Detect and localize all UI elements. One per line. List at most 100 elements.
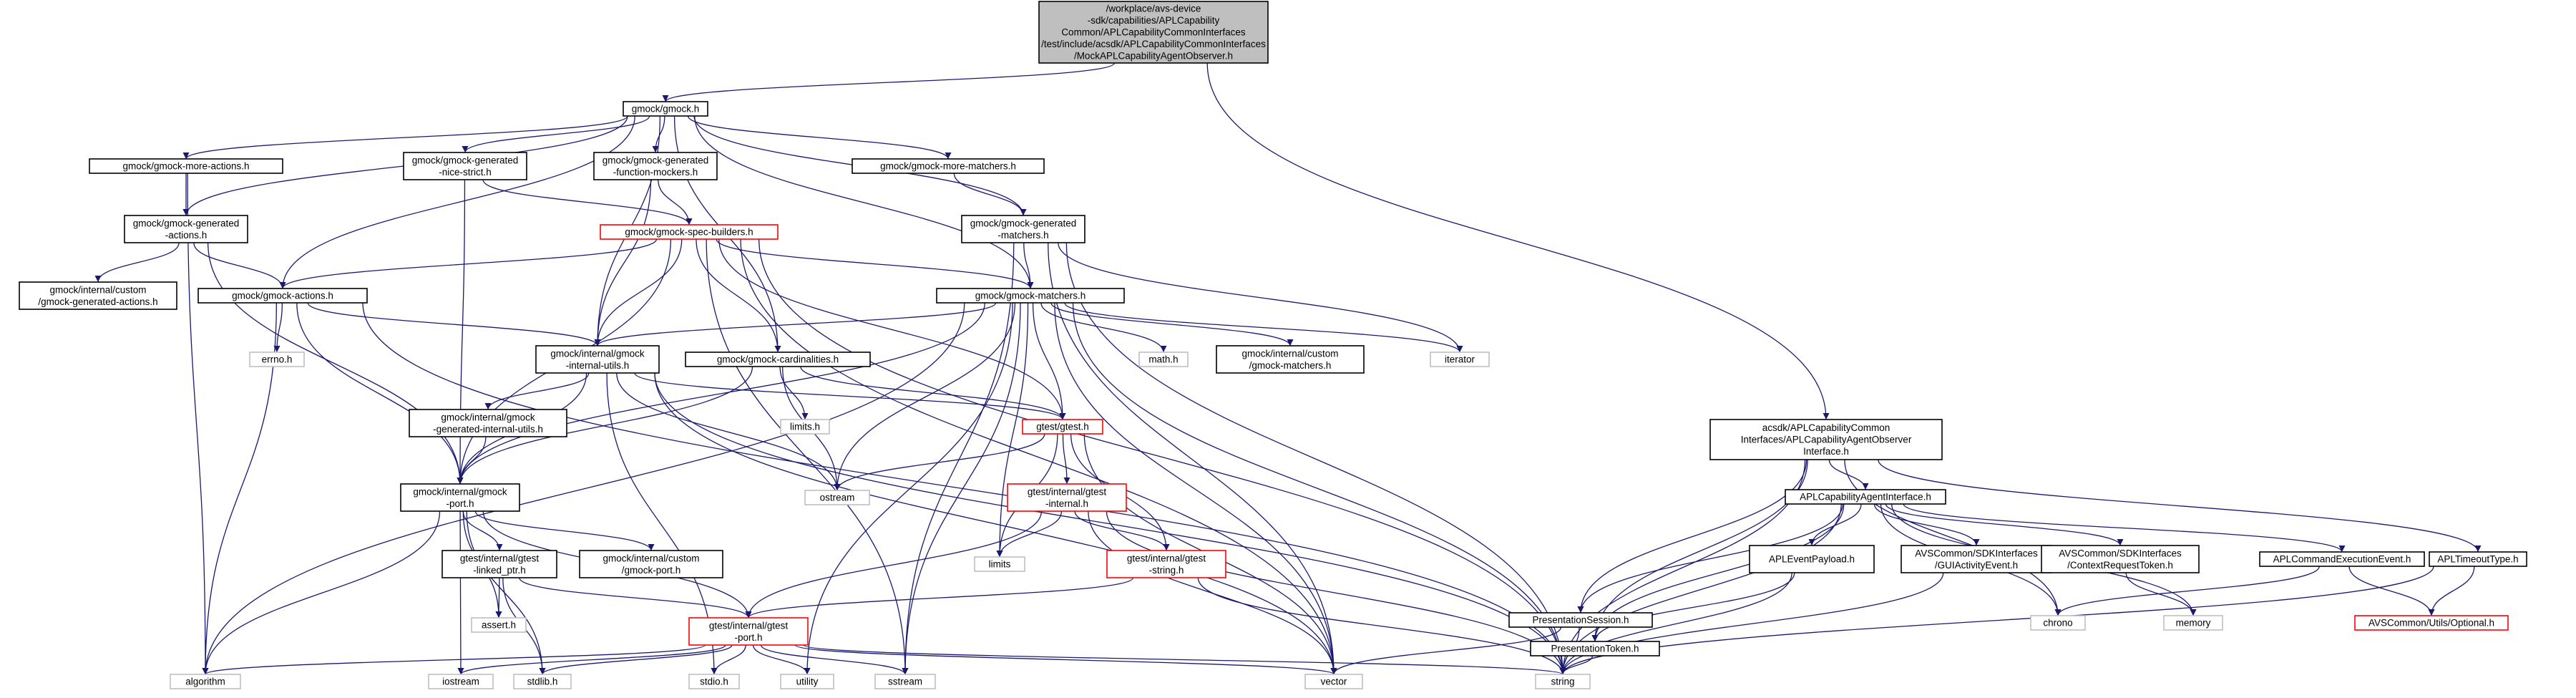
- node-limits[interactable]: limits: [974, 556, 1025, 572]
- node-gmock_actions[interactable]: gmock/gmock-actions.h: [197, 288, 368, 304]
- edge-gmock_actions-to-internal_utils: [307, 302, 601, 346]
- node-context_token-box: [2041, 545, 2200, 573]
- node-algorithm[interactable]: algorithm: [170, 674, 241, 689]
- node-linked_ptr[interactable]: gtest/internal/gtest-linked_ptr.h: [441, 550, 557, 578]
- node-layer: /workplace/avs-device-sdk/capabilities/A…: [19, 1, 2527, 689]
- node-custom_gen_actions-label-line-0: gmock/internal/custom: [49, 284, 146, 295]
- node-math[interactable]: math.h: [1138, 352, 1189, 367]
- node-gtest_string[interactable]: gtest/internal/gtest-string.h: [1106, 550, 1226, 578]
- node-presentation_token[interactable]: PresentationToken.h: [1530, 641, 1660, 656]
- node-gen_internal_utils[interactable]: gmock/internal/gmock-generated-internal-…: [409, 409, 567, 437]
- node-root-label-line-4: /MockAPLCapabilityAgentObserver.h: [1074, 51, 1233, 62]
- node-custom_port[interactable]: gmock/internal/custom/gmock-port.h: [579, 550, 723, 578]
- node-internal_utils[interactable]: gmock/internal/gmock-internal-utils.h: [535, 345, 660, 374]
- node-gen_nice_strict[interactable]: gmock/gmock-generated-nice-strict.h: [403, 152, 527, 180]
- edge-spec_builders-to-gmock_matchers: [716, 238, 1034, 289]
- node-stdlib-box: [513, 674, 572, 689]
- node-context_token[interactable]: AVSCommon/SDKInterfaces/ContextRequestTo…: [2041, 545, 2200, 573]
- node-spec_builders-box: [600, 224, 779, 240]
- node-limits_h[interactable]: limits.h: [780, 419, 830, 435]
- node-vector-box: [1304, 674, 1363, 689]
- node-more_matchers[interactable]: gmock/gmock-more-matchers.h: [852, 158, 1045, 174]
- node-gmock_port[interactable]: gmock/internal/gmock-port.h: [400, 483, 520, 512]
- node-gen_actions[interactable]: gmock/gmock-generated-actions.h: [124, 215, 248, 243]
- node-assert[interactable]: assert.h: [471, 617, 527, 633]
- node-gtest[interactable]: gtest/gtest.h: [1022, 419, 1103, 435]
- node-root[interactable]: /workplace/avs-device-sdk/capabilities/A…: [1038, 1, 1269, 64]
- node-iostream-label-line-0: iostream: [442, 677, 479, 687]
- edge-gen_matchers-to-gmock_matchers: [1023, 242, 1034, 289]
- node-linked_ptr-box: [441, 550, 557, 578]
- node-string[interactable]: string: [1535, 674, 1591, 689]
- node-root-label-line-3: /test/include/acsdk/APLCapabilityCommonI…: [1041, 39, 1266, 49]
- node-gmock[interactable]: gmock/gmock.h: [623, 101, 708, 117]
- node-memory-label-line-0: memory: [2176, 618, 2211, 629]
- edge-gmock_matchers-to-string: [1072, 302, 1566, 675]
- edge-agent_iface-to-presentation_session: [1577, 503, 1843, 614]
- node-agent_iface[interactable]: APLCapabilityAgentInterface.h: [1785, 489, 1946, 505]
- node-utility[interactable]: utility: [780, 674, 834, 689]
- node-gtest_string-box: [1106, 550, 1226, 578]
- node-iterator[interactable]: iterator: [1430, 352, 1490, 367]
- node-gui_activity[interactable]: AVSCommon/SDKInterfaces/GUIActivityEvent…: [1901, 545, 2052, 573]
- node-custom_gen_actions-box: [19, 281, 177, 310]
- edge-gmock_port-to-algorithm: [202, 510, 441, 675]
- node-chrono[interactable]: chrono: [2030, 615, 2086, 631]
- node-stdio[interactable]: stdio.h: [688, 674, 740, 689]
- edge-gen_matchers-to-vector: [1048, 242, 1337, 675]
- edge-more_actions-to-algorithm: [187, 173, 209, 675]
- node-optional-label-line-0: AVSCommon/Utils/Optional.h: [2368, 618, 2494, 629]
- node-agent_iface-box: [1785, 489, 1946, 505]
- node-gtest_internal-label-line-1: -internal.h: [1045, 498, 1088, 509]
- node-cardinalities[interactable]: gmock/gmock-cardinalities.h: [685, 352, 871, 367]
- node-ostream[interactable]: ostream: [804, 490, 870, 505]
- node-limits-box: [974, 556, 1025, 572]
- node-spec_builders[interactable]: gmock/gmock-spec-builders.h: [600, 224, 779, 240]
- node-observer_iface[interactable]: acsdk/APLCapabilityCommonInterfaces/APLC…: [1709, 419, 1943, 460]
- edge-spec_builders-to-cardinalities: [696, 238, 781, 353]
- edge-presentation_token-to-string: [1559, 655, 1594, 675]
- node-optional[interactable]: AVSCommon/Utils/Optional.h: [2354, 615, 2509, 631]
- node-vector[interactable]: vector: [1304, 674, 1363, 689]
- node-custom_matchers[interactable]: gmock/internal/custom/gmock-matchers.h: [1216, 345, 1365, 374]
- node-more_actions[interactable]: gmock/gmock-more-actions.h: [89, 158, 283, 174]
- node-presentation_session-box: [1508, 612, 1653, 628]
- node-stdlib[interactable]: stdlib.h: [513, 674, 572, 689]
- node-sstream-box: [874, 674, 936, 689]
- edge-gtest-to-gtest_internal: [1062, 433, 1070, 485]
- node-gen_function_mockers[interactable]: gmock/gmock-generated-function-mockers.h: [593, 152, 718, 180]
- node-custom_gen_actions[interactable]: gmock/internal/custom/gmock-generated-ac…: [19, 281, 177, 310]
- node-cardinalities-label-line-0: gmock/gmock-cardinalities.h: [717, 354, 839, 365]
- node-memory[interactable]: memory: [2163, 615, 2223, 631]
- edge-spec_builders-to-vector: [740, 238, 1337, 675]
- node-iterator-box: [1430, 352, 1490, 367]
- node-observer_iface-box: [1709, 419, 1943, 460]
- node-gtest_internal-box: [1007, 483, 1127, 512]
- node-gen_actions-label-line-1: -actions.h: [165, 230, 208, 241]
- edge-gtest_port-to-sstream: [760, 644, 909, 675]
- node-iostream[interactable]: iostream: [428, 674, 494, 689]
- node-gmock_port-label-line-0: gmock/internal/gmock: [413, 486, 507, 497]
- node-event_payload[interactable]: APLEventPayload.h: [1749, 545, 1875, 573]
- node-custom_port-label-line-0: gmock/internal/custom: [602, 553, 699, 563]
- node-presentation_session[interactable]: PresentationSession.h: [1508, 612, 1653, 628]
- node-stdlib-label-line-0: stdlib.h: [527, 677, 558, 687]
- edge-internal_utils-to-ostream: [616, 372, 841, 491]
- node-gen_matchers[interactable]: gmock/gmock-generated-matchers.h: [961, 215, 1085, 243]
- node-command_exec[interactable]: APLCommandExecutionEvent.h: [2259, 551, 2425, 567]
- node-gmock_matchers[interactable]: gmock/gmock-matchers.h: [936, 288, 1125, 304]
- node-gmock-label-line-0: gmock/gmock.h: [632, 104, 700, 115]
- edge-gmock_matchers-to-gtest: [1032, 302, 1066, 420]
- edge-agent_iface-to-gui_activity: [1873, 503, 1980, 546]
- node-errno[interactable]: errno.h: [249, 352, 305, 367]
- node-custom_matchers-label-line-0: gmock/internal/custom: [1241, 348, 1338, 359]
- node-gmock_matchers-label-line-0: gmock/gmock-matchers.h: [975, 291, 1086, 301]
- node-gtest_internal[interactable]: gtest/internal/gtest-internal.h: [1007, 483, 1127, 512]
- node-sstream[interactable]: sstream: [874, 674, 936, 689]
- node-gtest_port[interactable]: gtest/internal/gtest-port.h: [688, 617, 809, 646]
- node-stdio-box: [688, 674, 740, 689]
- node-gtest-label-line-0: gtest/gtest.h: [1036, 422, 1089, 432]
- node-timeout_type[interactable]: APLTimeoutType.h: [2429, 551, 2527, 567]
- node-limits_h-box: [780, 419, 830, 435]
- edge-gen_actions-to-gmock_actions: [193, 242, 286, 289]
